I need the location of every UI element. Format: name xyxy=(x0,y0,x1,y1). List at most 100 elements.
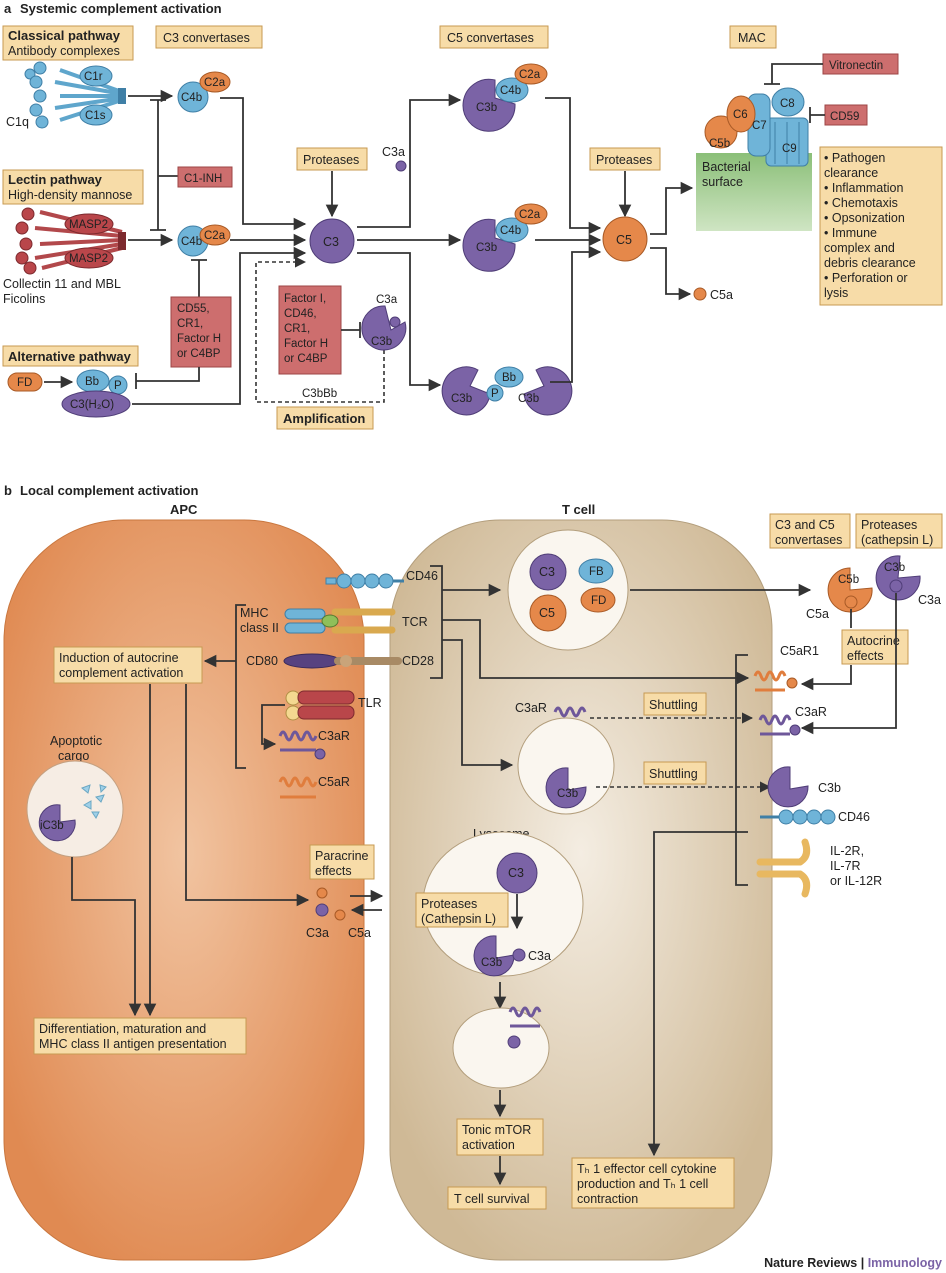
lectin-c2a-label: C2a xyxy=(204,230,226,242)
proteases-a2-label: Proteases xyxy=(596,153,652,167)
paracrine-c3a-node xyxy=(315,903,329,917)
bottom-p-node xyxy=(486,384,504,402)
lysosome-proteases-box xyxy=(415,892,509,928)
amplification-loop xyxy=(255,256,385,403)
internal-c3ar-label: C3aR xyxy=(515,701,547,715)
c3h2o-to-c3-arrow xyxy=(132,246,307,405)
alt-p-label: P xyxy=(114,380,122,392)
c3-label: C3 xyxy=(323,235,339,249)
masp2-top-node xyxy=(64,213,114,235)
th1-line-3: contraction xyxy=(577,1192,638,1206)
cd80-cd28-complex xyxy=(283,653,402,669)
proteases-a1-label: Proteases xyxy=(303,153,359,167)
c9-label: C9 xyxy=(782,143,797,155)
c3a-to-c3ar-arrow xyxy=(800,593,897,735)
t-fb-node xyxy=(578,558,614,584)
lectin-c2a-node xyxy=(199,224,231,246)
c3a-a-node xyxy=(395,160,407,172)
t-c3-label: C3 xyxy=(539,565,555,579)
mid-c2a-node xyxy=(514,203,548,225)
mac-complex xyxy=(747,87,809,167)
proteases-a2-box xyxy=(589,147,661,171)
t-c5a-node xyxy=(844,595,858,609)
th1-box xyxy=(571,1157,735,1209)
c6-node xyxy=(726,95,756,133)
ic3b-node xyxy=(38,804,76,842)
lysosome-c3-node xyxy=(496,852,538,894)
ic3b-label: iC3b xyxy=(40,820,64,832)
mid-c2a-label: C2a xyxy=(519,209,541,221)
induction-box xyxy=(53,646,203,684)
il-receptor xyxy=(756,838,811,898)
paracrine-line-2: effects xyxy=(315,864,352,878)
bracket-to-c5ar1-arrow xyxy=(442,619,750,685)
fd-label: FD xyxy=(17,377,32,389)
outcome-9: • Perforation or xyxy=(824,271,908,285)
apoptotic-cargo-line-2: cargo xyxy=(58,749,89,763)
autocrine-line-2: effects xyxy=(847,649,884,663)
t-surface-c3ar-receptor xyxy=(758,714,792,736)
top-c4b-node xyxy=(495,77,529,103)
c8-label: C8 xyxy=(780,98,795,110)
mid-c4b-node xyxy=(495,217,529,243)
classical-c4b-node xyxy=(177,81,209,113)
c5ar1-ligand xyxy=(786,677,798,689)
outcome-5: • Opsonization xyxy=(824,211,905,225)
masp2-bottom-label: MASP2 xyxy=(69,253,108,265)
proteases-cathepsin-box xyxy=(855,513,943,549)
factor-i-line-4: Factor H xyxy=(284,338,328,350)
amplification-label: Amplification xyxy=(283,411,365,426)
c5-label: C5 xyxy=(616,233,632,247)
factor-i-line-2: CD46, xyxy=(284,308,317,320)
c3-convertases-label: C3 convertases xyxy=(163,31,250,45)
c6-label: C6 xyxy=(733,109,748,121)
t-surface-c3ar-ligand xyxy=(789,724,801,736)
top-c4b-label: C4b xyxy=(500,85,521,97)
shuttling-label-1: Shuttling xyxy=(649,698,698,712)
paracrine-c5a-node-2 xyxy=(334,909,346,921)
credit-separator: | xyxy=(857,1256,867,1270)
induction-line-1: Induction of autocrine xyxy=(59,651,179,665)
paracrine-c5a-node-1 xyxy=(316,887,328,899)
apc-bracket xyxy=(235,604,246,769)
t-c3b-node xyxy=(875,555,921,601)
mtor-box xyxy=(456,1118,544,1156)
c5-convertases-box xyxy=(439,25,549,49)
apc-label: APC xyxy=(170,502,198,517)
outcomes-box xyxy=(819,146,943,306)
c5ar1-receptor xyxy=(753,670,787,692)
il-line-2: IL-7R xyxy=(830,859,861,873)
t-c5a-label: C5a xyxy=(806,607,829,621)
tlr-label: TLR xyxy=(358,696,382,710)
t-fd-node xyxy=(580,587,616,613)
apc-c5ar-label: C5aR xyxy=(318,775,350,789)
t-c5-label: C5 xyxy=(539,606,555,620)
c1-inh-label: C1-INH xyxy=(184,173,222,185)
c1s-label: C1s xyxy=(85,110,106,122)
mid-c4b-label: C4b xyxy=(500,225,521,237)
c5-to-c5a-arrow xyxy=(650,247,692,301)
t-cd46-label: CD46 xyxy=(406,569,438,583)
th1-line-1: Tₕ 1 effector cell cytokine xyxy=(577,1162,717,1176)
bacterial-surface-line-2: surface xyxy=(702,175,743,189)
lysosome-proteases-line-2: (Cathepsin L) xyxy=(421,912,496,926)
tlr-to-c3ar-arrow xyxy=(261,704,285,751)
cd46-receptor xyxy=(325,573,404,589)
vesicle-c3a-ligand xyxy=(507,1035,521,1049)
t-cell-label: T cell xyxy=(562,502,595,517)
c5-convertases-label: C5 convertases xyxy=(447,31,534,45)
alternative-pathway-box xyxy=(2,345,139,367)
cd80-label: CD80 xyxy=(246,654,278,668)
vitronectin-label: Vitronectin xyxy=(829,60,883,72)
panel-a-title: Systemic complement activation xyxy=(20,1,222,16)
mhc-line-2: class II xyxy=(240,621,279,635)
autocrine-box xyxy=(841,629,909,665)
lysosome-c3b-node xyxy=(473,935,515,977)
top-c3b-node xyxy=(462,78,516,132)
lectin-bullet-2: Ficolins xyxy=(3,292,45,306)
c3h2o-label: C3(H₂O) xyxy=(70,399,114,411)
th1-line-2: production and Tₕ 1 cell xyxy=(577,1177,708,1191)
apc-c3ar-label: C3aR xyxy=(318,729,350,743)
differentiation-box xyxy=(33,1017,247,1055)
